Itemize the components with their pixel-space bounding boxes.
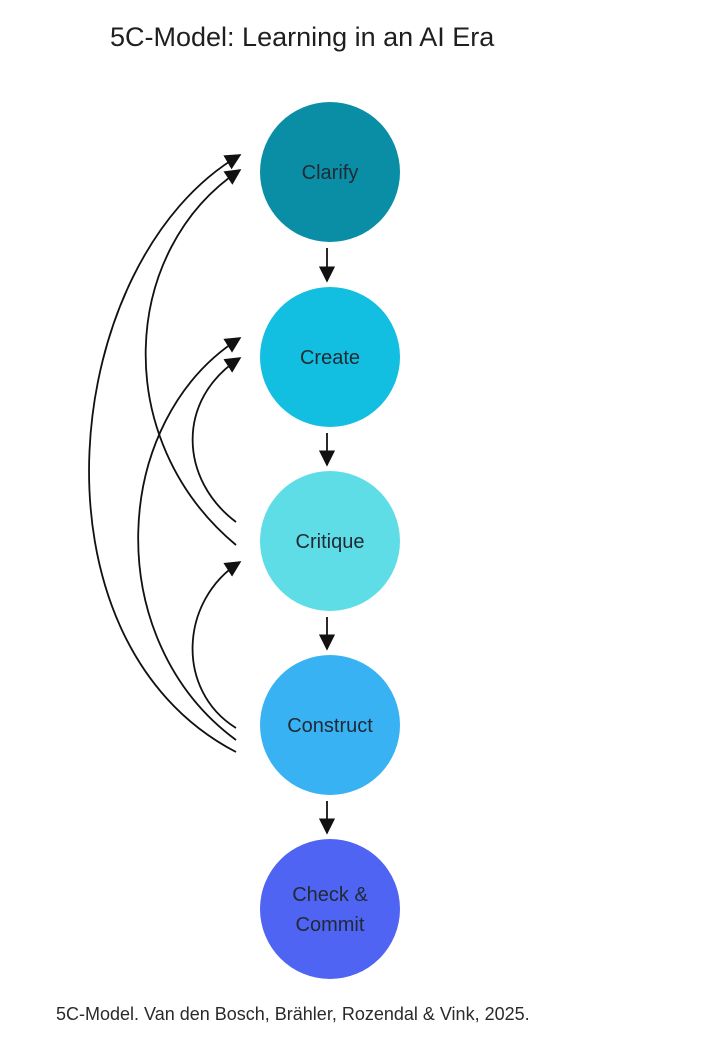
feedback-arrow-construct-to-clarify <box>88 154 242 753</box>
node-circle-create <box>260 287 400 427</box>
node-label-check-commit: Check & <box>292 884 368 906</box>
node-circle-construct <box>260 655 400 795</box>
node-label-critique: Critique <box>296 531 365 553</box>
node-check-commit: Check & Commit <box>260 839 400 979</box>
node-circle-critique <box>260 471 400 611</box>
node-circle-clarify <box>260 102 400 242</box>
node-label-construct: Construct <box>287 715 373 737</box>
node-label-create: Create <box>300 347 360 369</box>
node-label-check-commit: Commit <box>296 914 365 936</box>
node-critique: Critique <box>260 471 400 611</box>
node-create: Create <box>260 287 400 427</box>
node-circle-check-commit <box>260 839 400 979</box>
feedback-arrow-critique-to-clarify <box>144 169 242 546</box>
node-clarify: Clarify <box>260 102 400 242</box>
feedback-arrow-critique-to-create <box>191 357 242 523</box>
feedback-arrow-construct-to-create <box>137 337 242 741</box>
node-label-clarify: Clarify <box>302 162 359 184</box>
node-construct: Construct <box>260 655 400 795</box>
diagram-title: 5C-Model: Learning in an AI Era <box>110 22 495 52</box>
feedback-arrow-construct-to-critique <box>191 561 242 729</box>
citation-caption: 5C-Model. Van den Bosch, Brähler, Rozend… <box>56 1004 530 1024</box>
